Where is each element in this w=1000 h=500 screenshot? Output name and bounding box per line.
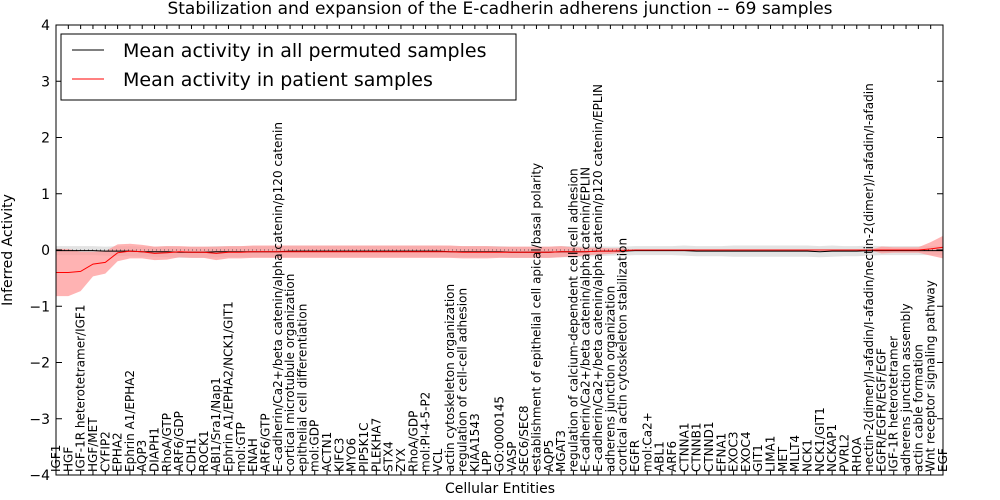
legend-label-patient: Mean activity in patient samples (123, 69, 433, 91)
x-tick-label: KIAA1543 (468, 413, 482, 472)
confidence-band-patient (56, 235, 943, 297)
x-tick-label: VCL (431, 448, 445, 472)
x-tick-label: cortical actin cytoskeleton stabilizatio… (616, 238, 630, 472)
x-tick-label: PIP5K1C (357, 422, 371, 472)
x-tick-label: GIT1 (751, 444, 765, 472)
x-tick-label: HGF (61, 447, 75, 472)
x-tick-label: NCK1 (801, 439, 815, 472)
x-tick-label: KIFC3 (332, 438, 346, 472)
x-tick-label: regulation of calcium-dependent cell-cel… (566, 168, 580, 472)
y-axis-label: Inferred Activity (0, 194, 16, 306)
y-tick-label: 4 (41, 18, 50, 34)
x-tick-label: establishment of epithelial cell apical/… (530, 163, 544, 472)
x-tick-label: adherens junction organization (603, 286, 617, 472)
x-tick-label: EFNA1 (714, 433, 728, 472)
x-tick-label: RhoA/GTP (160, 413, 174, 472)
x-tick-label: actin cable formation (911, 344, 925, 472)
x-tick-label: ROCK1 (197, 430, 211, 472)
x-tick-label: CDH1 (185, 438, 199, 472)
x-tick-label: RhoA/GDP (406, 411, 420, 472)
x-tick-label: EGFR/EGFR/EGF/EGF (874, 348, 888, 472)
x-tick-label: mol:GDP (308, 420, 322, 472)
y-tick-label: 2 (41, 131, 50, 147)
x-tick-label: ARF6/GDP (172, 411, 186, 472)
x-tick-label: CTNND1 (702, 421, 716, 472)
x-tick-label: regulation of cell-cell adhesion (456, 288, 470, 472)
x-tick-label: ACTN1 (320, 432, 334, 472)
x-tick-label: mol:GTP (234, 422, 248, 472)
x-tick-label: nectin-2(dimer)/I-afadin/I-afadin/nectin… (862, 83, 876, 472)
x-tick-label: MET (776, 446, 790, 472)
x-tick-label: EXOC4 (739, 432, 753, 473)
x-tick-label: ARF6 (665, 441, 679, 472)
y-tick-label: 1 (41, 187, 50, 203)
x-tick-label: MYO6 (345, 438, 359, 472)
x-tick-label: mol:PI-4-5-P2 (419, 392, 433, 472)
x-tick-label: ENAH (246, 438, 260, 472)
x-tick-label: ARF6/GTP (258, 413, 272, 472)
x-tick-label: STX4 (382, 441, 396, 472)
x-tick-label: NCK1/GIT1 (813, 407, 827, 472)
x-tick-label: RHOA (850, 436, 864, 472)
x-tick-label: ABL1 (653, 441, 667, 472)
x-tick-label: DIAPH1 (148, 427, 162, 472)
x-tick-label: SEC6/SEC8 (517, 406, 531, 472)
legend: Mean activity in all permuted samples Me… (60, 33, 517, 101)
x-tick-label: AQP5 (542, 440, 556, 472)
x-tick-label: CTNNB1 (690, 422, 704, 472)
x-tick-label: MGAT3 (554, 430, 568, 472)
y-tick-label: −2 (29, 356, 50, 372)
y-tick-label: 0 (41, 243, 50, 259)
x-tick-label: Ephrin A1/EPHA2 (123, 370, 137, 472)
y-tick-label: −3 (29, 412, 50, 428)
x-tick-label: LPP (480, 451, 494, 472)
y-tick-label: −1 (29, 299, 50, 315)
x-tick-label: PLEKHA7 (369, 418, 383, 472)
x-tick-label: E-cadherin/Ca2+/beta catenin/alpha caten… (579, 167, 593, 472)
x-tick-label: adherens junction assembly (899, 303, 913, 472)
x-tick-label: E-cadherin/Ca2+/beta catenin/alpha caten… (271, 122, 285, 472)
x-tick-label: HGF/MET (86, 417, 100, 472)
x-tick-label: EGF (936, 448, 950, 472)
x-tick-label: VASP (505, 441, 519, 472)
x-tick-label: ABI1/Sra1/Nap1 (209, 377, 223, 472)
x-tick-label: actin cytoskeleton organization (443, 284, 457, 472)
legend-label-permuted: Mean activity in all permuted samples (123, 40, 486, 62)
x-tick-label: AQP3 (135, 440, 149, 472)
x-tick-label: epithelial cell differentiation (295, 304, 309, 472)
x-tick-label: LIMA1 (764, 436, 778, 472)
x-tick-label: Wnt receptor signaling pathway (924, 280, 938, 472)
x-tick-label: IGF1 (49, 445, 63, 472)
x-tick-label: NCKAP1 (825, 424, 839, 472)
x-tick-label: EGFR (628, 440, 642, 472)
x-tick-label: cortical microtubule organization (283, 274, 297, 472)
series-line-patient (56, 246, 944, 273)
x-tick-label: EXOC3 (727, 432, 741, 473)
x-tick-label: CTNNA1 (677, 422, 691, 472)
y-tick-label: −4 (29, 468, 50, 484)
x-tick-label: GO:0000145 (493, 396, 507, 472)
legend-box (60, 33, 517, 101)
x-tick-label: IGF-1R heterotetramer (887, 336, 901, 472)
chart-title: Stabilization and expansion of the E-cad… (167, 0, 832, 19)
x-tick-label: mol:Ca2+ (640, 412, 654, 472)
x-tick-label: ZYX (394, 448, 408, 472)
x-tick-label: Ephrin A1/EPHA2/NCK1/GIT1 (222, 301, 236, 472)
y-tick-label: 3 (41, 74, 50, 90)
x-tick-label: E-cadherin/Ca2+/beta catenin/alpha caten… (591, 84, 605, 472)
x-axis-label: Cellular Entities (445, 481, 555, 497)
x-tick-label: IGF-1R heterotetramer/IGF1 (74, 305, 88, 472)
x-tick-label: PVRL2 (837, 434, 851, 472)
x-tick-label: EPHA2 (111, 432, 125, 472)
x-tick-label: MLLT4 (788, 435, 802, 472)
x-tick-label: CYFIP2 (98, 431, 112, 472)
